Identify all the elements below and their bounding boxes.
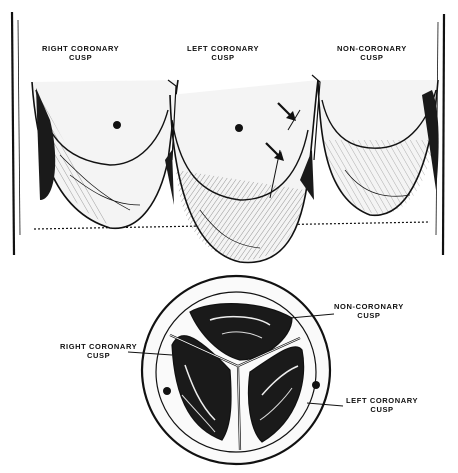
aortic-wall-right [443, 14, 444, 255]
label-line-1: RIGHT CORONARY [60, 342, 137, 351]
top-right-coronary-cusp [32, 80, 178, 228]
label-bottom-left-coronary-cusp: LEFT CORONARY CUSP [346, 396, 418, 414]
label-top-right-coronary-cusp: RIGHT CORONARY CUSP [42, 44, 119, 62]
left-coronary-ostium [312, 381, 320, 389]
label-bottom-right-coronary-cusp: RIGHT CORONARY CUSP [60, 342, 137, 360]
label-line-1: NON-CORONARY [337, 44, 407, 53]
label-line-2: CUSP [42, 53, 119, 62]
label-line-1: LEFT CORONARY [346, 396, 418, 405]
right-coronary-ostium [163, 387, 171, 395]
top-left-coronary-cusp [170, 80, 318, 263]
label-top-non-coronary-cusp: NON-CORONARY CUSP [337, 44, 407, 62]
aortic-wall-left [12, 12, 14, 255]
label-top-left-coronary-cusp: LEFT CORONARY CUSP [187, 44, 259, 62]
label-line-1: RIGHT CORONARY [42, 44, 119, 53]
label-line-1: LEFT CORONARY [187, 44, 259, 53]
label-line-2: CUSP [187, 53, 259, 62]
label-line-1: NON-CORONARY [334, 302, 404, 311]
label-line-2: CUSP [334, 311, 404, 320]
label-line-2: CUSP [337, 53, 407, 62]
label-line-2: CUSP [60, 351, 137, 360]
label-line-2: CUSP [346, 405, 418, 414]
label-bottom-non-coronary-cusp: NON-CORONARY CUSP [334, 302, 404, 320]
top-non-coronary-cusp [318, 80, 439, 215]
valve-cross-section [128, 276, 343, 464]
